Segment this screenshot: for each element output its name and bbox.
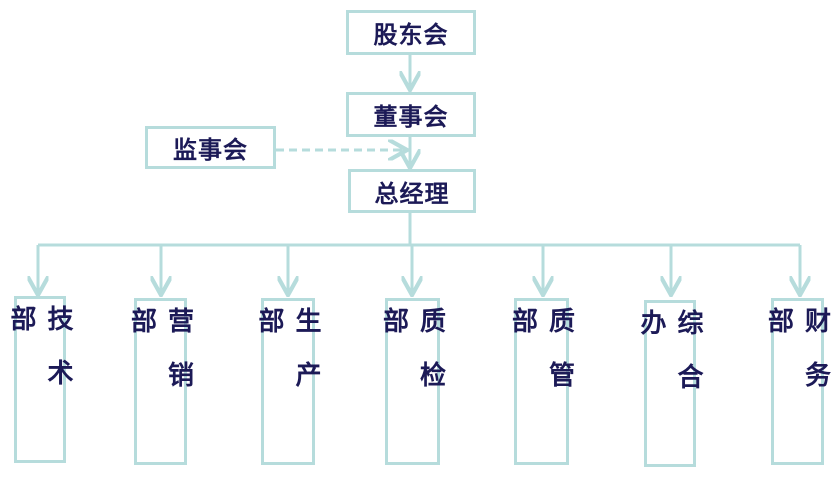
department-box-marketing: 营销部 <box>127 298 194 465</box>
general-manager-box: 总经理 <box>348 169 476 213</box>
department-box-general-office: 综合办 <box>636 300 703 467</box>
shareholders-label: 股东会 <box>373 21 449 49</box>
department-box-quality-management: 质管部 <box>508 298 575 465</box>
board-box: 董事会 <box>346 92 476 137</box>
department-label: 营销部 <box>126 307 194 415</box>
department-box-tech: 技术部 <box>6 296 73 463</box>
department-box-finance: 财务部 <box>764 298 831 465</box>
shareholders-box: 股东会 <box>346 10 476 55</box>
general-manager-label: 总经理 <box>374 179 450 208</box>
department-label: 质检部 <box>378 307 446 415</box>
department-label: 财务部 <box>763 307 831 415</box>
department-box-production: 生产部 <box>254 298 321 465</box>
department-label: 生产部 <box>254 307 321 415</box>
board-label: 董事会 <box>373 103 449 131</box>
supervisors-label: 监事会 <box>173 136 248 164</box>
supervisors-box: 监事会 <box>145 126 276 169</box>
department-box-inspection: 质检部 <box>379 298 446 465</box>
department-label: 技术部 <box>6 305 73 413</box>
department-label: 质管部 <box>507 307 575 415</box>
department-label: 综合办 <box>636 309 703 417</box>
